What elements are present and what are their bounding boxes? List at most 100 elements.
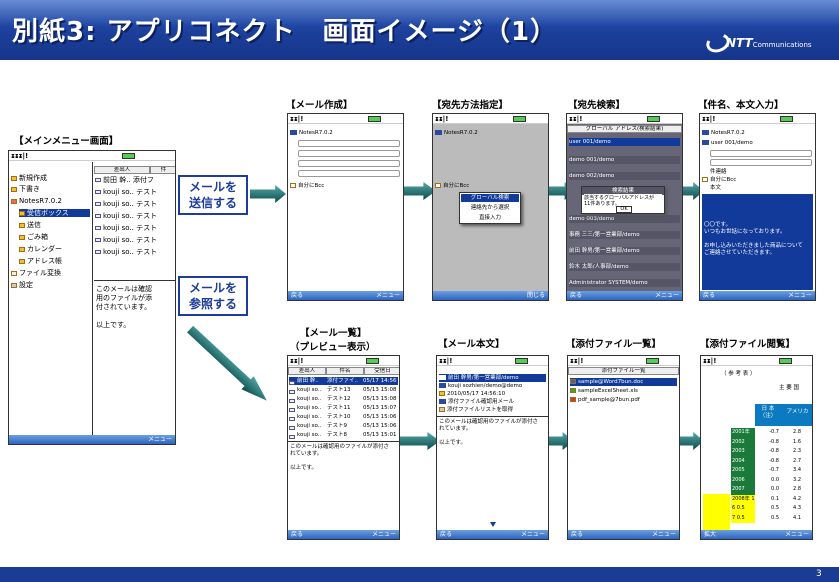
subject-field[interactable] <box>298 160 400 167</box>
col-subject[interactable]: 件 <box>150 166 175 174</box>
menu-item-new[interactable]: 新規作成 <box>11 174 90 182</box>
col-date[interactable]: 受信日 <box>364 367 399 375</box>
mail-row[interactable]: 前田 幹..添付ファイ..05/17 14:56 <box>289 377 398 385</box>
mail-cell: kouji so.. <box>297 432 322 438</box>
cc-field[interactable]: user 001/demo <box>702 139 813 147</box>
search-entry[interactable]: Administrator SYSTEM/demo <box>569 279 680 287</box>
softkey-menu[interactable]: メニュー <box>375 292 400 299</box>
notes-icon <box>11 199 17 204</box>
col-subject[interactable]: 件名 <box>326 367 364 375</box>
signal-icon: ᵻᵻ|! <box>290 115 304 123</box>
menu-item-trash[interactable]: ごみ箱 <box>19 233 90 241</box>
search-entry[interactable]: demo 001/demo <box>569 156 680 164</box>
cc-icon <box>702 140 709 145</box>
softkey-menu[interactable]: メニュー <box>784 531 809 538</box>
to-field[interactable]: NotesR7.0.2 <box>702 129 813 137</box>
bcc-self-checkbox[interactable]: 自分にBcc <box>435 182 546 190</box>
col-sender[interactable]: 差出人 <box>94 166 150 174</box>
softkey-menu[interactable]: メニュー <box>651 531 676 538</box>
value-cell: -0.8 <box>769 457 779 464</box>
main-menu-tree: 新規作成 下書き NotesR7.0.2 受信ボックス 送信 ごみ箱 カレンダー… <box>9 162 93 436</box>
from-row[interactable]: 前田 幹男/第一営業部/demo <box>439 374 546 382</box>
menu-item-convert[interactable]: ファイル変換 <box>11 269 90 277</box>
search-entry[interactable]: user 001/demo <box>569 138 680 146</box>
softkey-back[interactable]: 戻る <box>703 292 716 299</box>
softkey-back[interactable]: 戻る <box>440 531 453 538</box>
to-row[interactable]: kouji sozhien/demo@demo <box>439 382 546 390</box>
softkey-menu[interactable]: メニュー <box>147 436 172 443</box>
menu-item-calendar[interactable]: カレンダー <box>19 245 90 253</box>
menu-item-notes[interactable]: NotesR7.0.2 <box>11 197 90 205</box>
body-field[interactable] <box>298 170 400 177</box>
menu-item-settings[interactable]: 設定 <box>11 281 90 289</box>
bcc-field[interactable] <box>298 150 400 157</box>
bcc-field[interactable] <box>710 150 812 157</box>
year-cell: 2008年 1 <box>731 494 755 504</box>
battery-icon <box>779 358 792 364</box>
option-contact[interactable]: 連絡先から選択 <box>470 205 510 211</box>
mail-row[interactable]: kouji so.. テスト <box>95 200 173 208</box>
scroll-down-icon[interactable] <box>490 522 496 527</box>
to-field[interactable]: NotesR7.0.2 <box>435 129 546 137</box>
softkey-zoom[interactable]: 拡大 <box>704 531 717 538</box>
option-direct[interactable]: 直接入力 <box>478 215 501 221</box>
view-right-title: 主 要 国 <box>779 385 799 391</box>
softkey-menu[interactable]: メニュー <box>371 531 396 538</box>
label-subject: 【件名、本文入力】 <box>698 100 784 111</box>
cc-field[interactable] <box>298 140 400 147</box>
mail-row[interactable]: kouji so.. テスト <box>95 188 173 196</box>
popup-ok-button[interactable]: OK <box>616 206 632 213</box>
softkey-back[interactable]: 戻る <box>291 531 304 538</box>
bcc-self-checkbox[interactable]: 自分にBcc <box>702 176 813 184</box>
label-method: 【宛先方法指定】 <box>432 100 509 111</box>
subject-value[interactable]: 件連絡 <box>710 169 727 175</box>
attach-file[interactable]: pdf_sample@7bun.pdf <box>570 396 677 404</box>
search-entry[interactable]: demo 003/demo <box>569 215 680 223</box>
menu-item-inbox[interactable]: 受信ボックス <box>19 209 90 217</box>
attach-row[interactable]: 添付ファイルリストを取得 <box>439 406 546 414</box>
menu-item-sent[interactable]: 送信 <box>19 221 90 229</box>
mail-cell: 前田 幹.. <box>297 378 319 384</box>
search-entry[interactable]: 前田 幹男/第一営業部/demo <box>569 247 680 255</box>
softkey-menu[interactable]: メニュー <box>654 292 679 299</box>
value-cell: -0.8 <box>769 438 779 445</box>
bcc-self-checkbox[interactable]: 自分にBcc <box>290 182 401 190</box>
attach-file[interactable]: sample@Word7bun.doc <box>570 378 677 386</box>
mail-row[interactable]: kouji so.. テスト <box>95 248 173 256</box>
mail-row[interactable]: kouji so.. テスト <box>95 224 173 232</box>
softkey-menu[interactable]: メニュー <box>787 292 812 299</box>
arrow-6 <box>398 432 440 450</box>
softkey-menu[interactable]: メニュー <box>520 531 545 538</box>
mail-icon <box>95 214 101 218</box>
value-cell: 2.7 <box>793 457 801 464</box>
mail-row[interactable]: 前田 幹.. 添付フ <box>95 176 173 184</box>
to-field[interactable]: NotesR7.0.2 <box>290 129 401 137</box>
menu-item-draft[interactable]: 下書き <box>11 185 90 193</box>
mail-row[interactable]: kouji so.. テスト <box>95 236 173 244</box>
mail-row[interactable]: kouji so.. テスト <box>95 212 173 220</box>
body-area[interactable]: 〇〇です。 いつもお世話になっております。 お申し込みいただきました商品について… <box>702 194 813 290</box>
mail-cell: 05/13 15:08 <box>363 387 397 393</box>
signal-icon: ᵻᵻ|! <box>435 115 449 123</box>
slide-header <box>0 0 839 60</box>
subject-field[interactable] <box>710 159 812 166</box>
search-entry[interactable]: demo 002/demo <box>569 172 680 180</box>
search-entry[interactable]: 鈴木 太郎/人事部/demo <box>569 263 680 271</box>
option-global[interactable]: グローバル検索 <box>461 194 519 202</box>
softkey-back[interactable]: 戻る <box>570 292 583 299</box>
softkey-back[interactable]: 戻る <box>571 531 584 538</box>
arrow-2 <box>394 182 436 200</box>
softkey-back[interactable]: 戻る <box>291 292 304 299</box>
attach-file[interactable]: sampleExcelSheet.xls <box>570 387 677 395</box>
mail-icon <box>95 190 101 194</box>
search-entry[interactable]: 事務 三三/第一営業部/demo <box>569 231 680 239</box>
softkey-close[interactable]: 閉じる <box>526 292 545 299</box>
menu-item-address[interactable]: アドレス帳 <box>19 257 90 265</box>
col-sender[interactable]: 差出人 <box>288 367 326 375</box>
